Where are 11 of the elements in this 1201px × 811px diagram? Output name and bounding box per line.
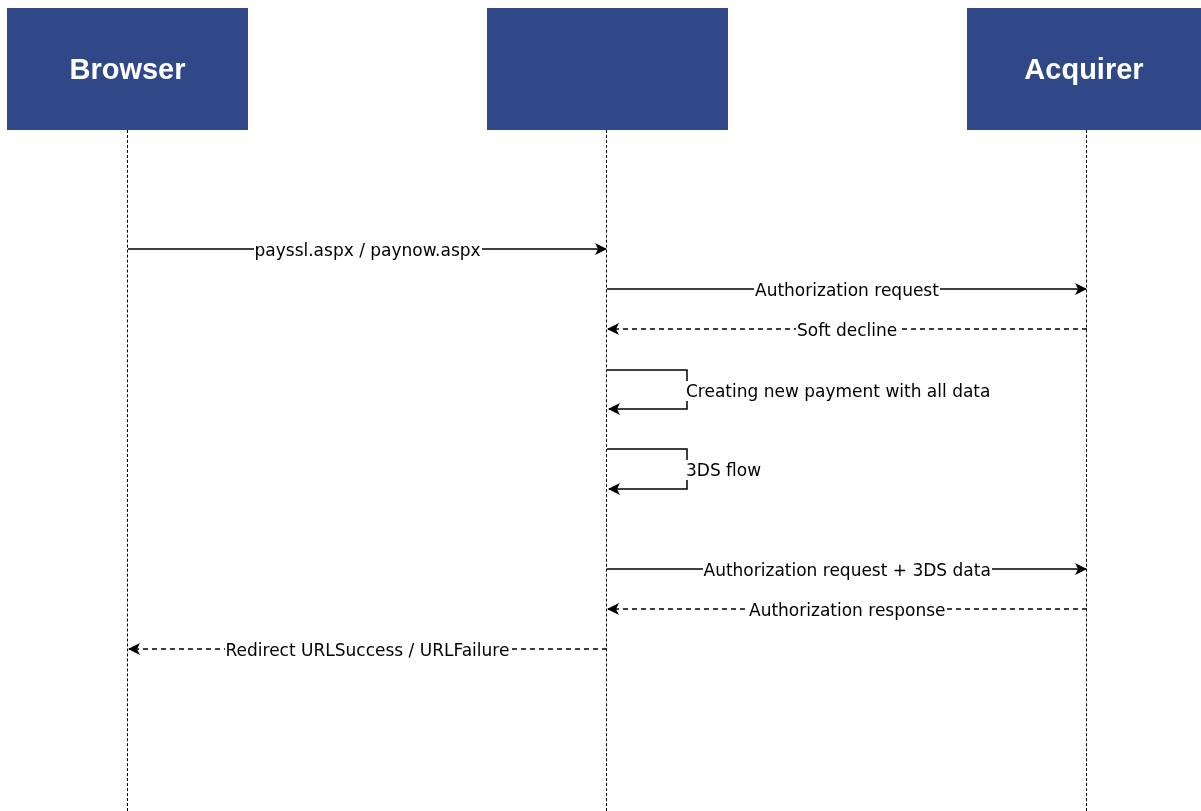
message-arrow xyxy=(606,448,688,495)
message-label: Authorization request + 3DS data xyxy=(702,560,992,580)
participant-name: Acquirer xyxy=(1024,52,1144,86)
participant-name: Browser xyxy=(69,52,186,86)
message-label: Redirect URLSuccess / URLFailure xyxy=(224,640,511,660)
message-label: Creating new payment with all data xyxy=(685,380,992,401)
message-label: Authorization response xyxy=(748,600,947,620)
message-label: payssl.aspx / paynow.aspx xyxy=(253,240,482,260)
message-label: 3DS flow xyxy=(685,460,763,480)
message-arrow xyxy=(606,369,688,415)
message-label: Authorization request xyxy=(754,280,940,300)
